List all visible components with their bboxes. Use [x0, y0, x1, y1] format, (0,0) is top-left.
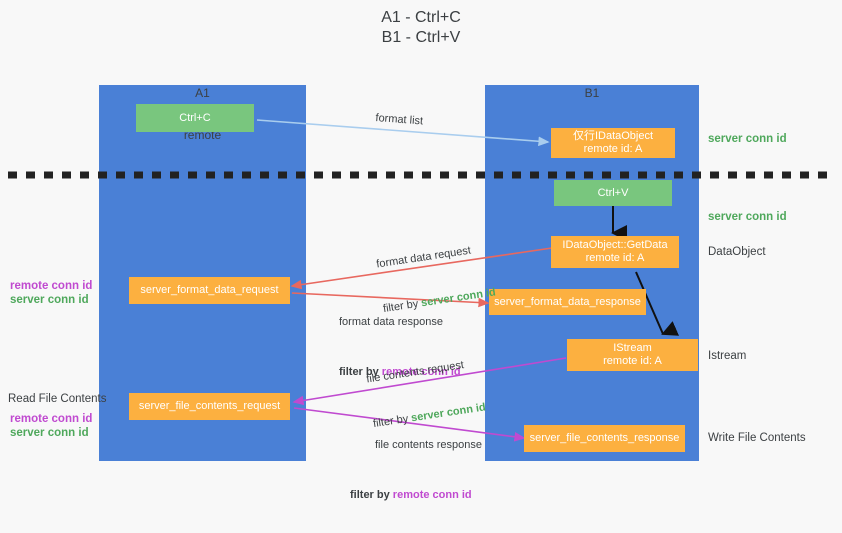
column-header-b1-name: B1	[584, 86, 600, 100]
filter-prefix: filter by	[350, 489, 393, 501]
arrowlabel-format-data-request-line1: format data request	[375, 244, 472, 271]
label-istream: Istream	[708, 350, 747, 362]
filter-value: remote conn id	[392, 489, 472, 501]
filter-prefix: filter by	[339, 366, 382, 378]
arrowlabel-format-list: format list	[375, 111, 424, 128]
arrowlabel-file-contents-response-line1: file contents response	[375, 439, 483, 451]
box-ctrl-v[interactable]: Ctrl+V	[554, 180, 672, 206]
label-remote-conn-id-upper: remote conn id	[10, 280, 93, 292]
label-server-conn-id-top: server conn id	[708, 133, 787, 145]
label-server-conn-id-upper: server conn id	[10, 294, 89, 306]
box-idataobject[interactable]: 仅行IDataObject remote id: A	[551, 128, 675, 158]
box-server-format-data-request[interactable]: server_format_data_request	[129, 277, 290, 304]
label-server-conn-id-second: server conn id	[708, 211, 787, 223]
box-istream[interactable]: IStream remote id: A	[567, 339, 698, 371]
label-write-file-contents: Write File Contents	[708, 432, 806, 444]
label-dataobject: DataObject	[708, 246, 766, 258]
label-read-file-contents: Read File Contents	[8, 393, 107, 405]
filter-value: remote conn id	[381, 366, 461, 378]
box-ctrl-c[interactable]: Ctrl+C	[136, 104, 254, 132]
box-idataobject-getdata[interactable]: IDataObject::GetData remote id: A	[551, 236, 679, 268]
label-remote-conn-id-lower: remote conn id	[10, 413, 93, 425]
arrowlabel-format-data-response-line2: filter by remote conn id	[339, 365, 461, 380]
box-server-file-contents-request[interactable]: server_file_contents_request	[129, 393, 290, 420]
label-server-conn-id-lower: server conn id	[10, 427, 89, 439]
page-title: A1 - Ctrl+C B1 - Ctrl+V	[381, 9, 461, 46]
box-server-format-data-response[interactable]: server_format_data_response	[489, 289, 646, 315]
arrowlabel-format-data-response: format data response filter by remote co…	[339, 285, 461, 410]
arrowlabel-file-contents-request-line1: file contents request	[365, 359, 465, 386]
arrowlabel-format-data-response-line1: format data response	[339, 316, 443, 328]
arrowlabel-file-contents-response-line2: filter by remote conn id	[350, 488, 482, 503]
column-header-a1-name: A1	[195, 86, 210, 100]
diagram-canvas: A1 - Ctrl+C B1 - Ctrl+V A1 remote B1 con…	[8, 9, 830, 501]
arrowlabel-file-contents-response: file contents response filter by remote …	[350, 408, 483, 533]
box-server-file-contents-response[interactable]: server_file_contents_response	[524, 425, 685, 452]
